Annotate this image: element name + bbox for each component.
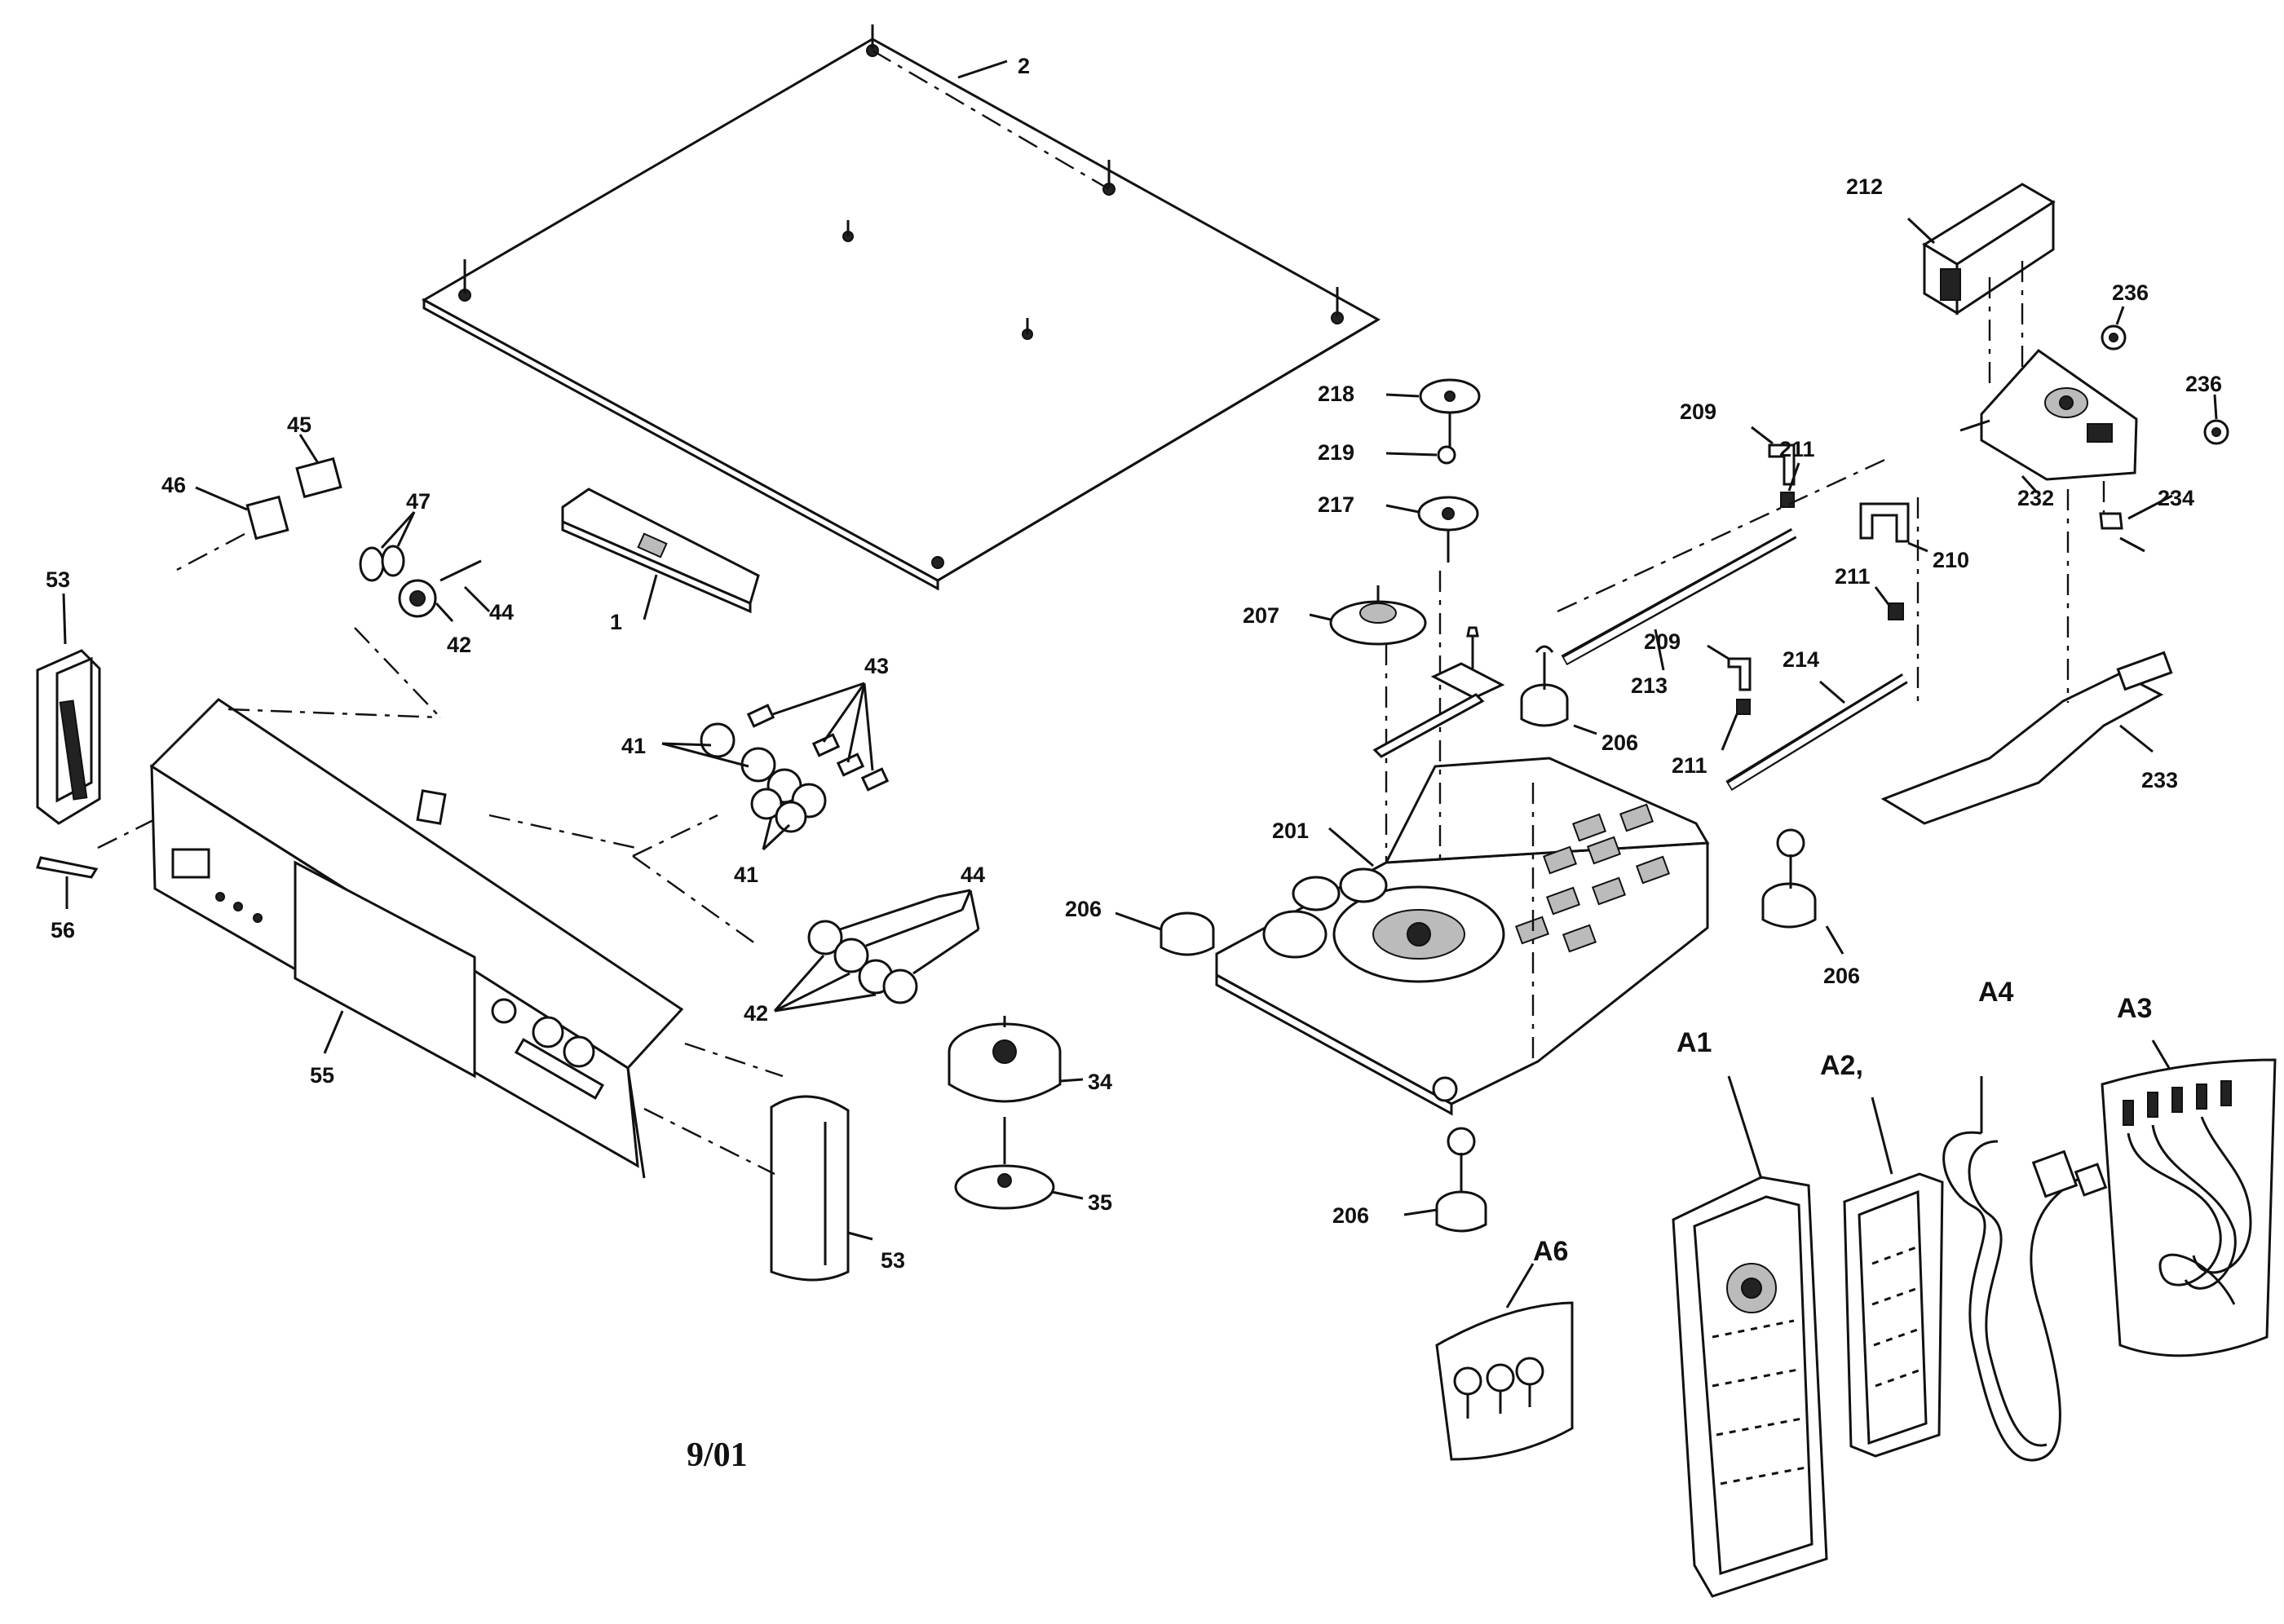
- foot-part-206-d: [1403, 1127, 1487, 1233]
- label-part-53-left: 53: [46, 567, 70, 592]
- switch-parts-45-46: [175, 434, 342, 572]
- flat-cable-part-233: [1880, 489, 2173, 825]
- label-part-209-top: 209: [1680, 399, 1716, 424]
- label-part-44-bottom: 44: [961, 863, 985, 887]
- label-part-45: 45: [287, 413, 311, 437]
- accessory-a1-remote-control: [1672, 1075, 1828, 1598]
- label-part-211-top: 211: [1779, 437, 1815, 461]
- foot-part-206-b: [1761, 828, 1844, 955]
- label-accessory-a2: A2,: [1820, 1050, 1863, 1081]
- label-part-201: 201: [1272, 819, 1309, 843]
- screw-part-211-b: [1874, 586, 1904, 620]
- label-part-209-bottom: 209: [1644, 629, 1681, 654]
- front-panel-part-55: [149, 698, 684, 1179]
- label-part-207: 207: [1243, 603, 1279, 628]
- label-accessory-a6: A6: [1533, 1236, 1568, 1267]
- label-part-233: 233: [2141, 768, 2178, 792]
- screw-part-211-c: [1721, 699, 1751, 751]
- jack-part-42-and-screw-44: [354, 559, 491, 718]
- label-part-53-right: 53: [881, 1248, 905, 1273]
- part-labels: 2 1 45 46 47 44 42 53 56 55 53 43 41 41 …: [46, 54, 2222, 1474]
- label-part-210: 210: [1933, 548, 1969, 572]
- washer-part-236-a: [2101, 306, 2127, 351]
- guide-rod-part-213: [1557, 455, 1893, 671]
- label-part-44-top: 44: [489, 600, 514, 624]
- label-part-1: 1: [610, 610, 622, 634]
- label-part-236-bottom: 236: [2185, 372, 2222, 396]
- label-part-41-top: 41: [621, 734, 646, 758]
- label-part-206-left: 206: [1065, 897, 1102, 921]
- bracket-part-209-bottom: [1707, 644, 1752, 691]
- side-panel-part-53-left: [36, 593, 101, 825]
- label-accessory-a4: A4: [1978, 977, 2014, 1008]
- label-part-232: 232: [2017, 486, 2054, 510]
- label-part-35: 35: [1088, 1190, 1112, 1215]
- label-part-211-bottom: 211: [1672, 753, 1707, 778]
- guide-rod-part-214: [1725, 497, 1920, 791]
- mechanism-chassis-part-201: [1215, 571, 1710, 1116]
- motor-parts-34-35: [948, 1016, 1084, 1210]
- bracket-part-209-top: [1751, 426, 1796, 486]
- label-part-43: 43: [864, 654, 889, 678]
- label-part-34: 34: [1088, 1070, 1112, 1094]
- label-part-55: 55: [310, 1063, 334, 1088]
- bracket-part-1: [561, 488, 760, 620]
- accessory-a4-power-cord: [1942, 1076, 2108, 1462]
- label-part-206-right: 206: [1823, 964, 1860, 988]
- optical-pickup-part-232: [1959, 349, 2138, 494]
- label-part-206-top: 206: [1601, 730, 1638, 755]
- pulley-part-207: [1309, 585, 1427, 646]
- washer-part-236-b: [2203, 394, 2229, 445]
- label-part-236-top: 236: [2112, 280, 2149, 305]
- label-part-2: 2: [1018, 54, 1030, 78]
- label-part-211-middle: 211: [1835, 564, 1871, 589]
- label-part-206-bottom: 206: [1332, 1203, 1369, 1228]
- label-part-217: 217: [1318, 492, 1354, 517]
- label-part-214: 214: [1783, 647, 1819, 672]
- label-part-46: 46: [161, 473, 186, 497]
- accessory-a6-feet-bag: [1435, 1263, 1574, 1461]
- label-part-41-bottom: 41: [734, 863, 758, 887]
- label-part-234: 234: [2158, 486, 2194, 510]
- label-part-218: 218: [1318, 382, 1354, 406]
- accessory-a2-remote-control: [1843, 1097, 1944, 1458]
- label-part-213: 213: [1631, 673, 1668, 698]
- plate-and-screw-near-207: [1372, 626, 1505, 758]
- side-panel-part-53-right: [643, 1095, 873, 1282]
- foot-part-206-a: [1115, 911, 1215, 956]
- top-cover-part-2: [421, 24, 1381, 591]
- rca-jacks-parts-41-43: [632, 682, 890, 947]
- label-part-42-bottom: 42: [744, 1001, 768, 1026]
- foot-part-206-c: [1520, 645, 1597, 735]
- label-accessory-a3: A3: [2117, 993, 2152, 1024]
- lamp-parts-47: [359, 510, 416, 582]
- accessory-a3-av-cables: [2101, 1039, 2277, 1357]
- jacks-parts-42-44-group: [684, 889, 980, 1078]
- gear-part-217-218-219: [1385, 378, 1481, 563]
- date-code: 9/01: [687, 1436, 748, 1474]
- pickup-part-212: [1906, 183, 2056, 383]
- label-part-47: 47: [406, 489, 431, 514]
- trim-part-56: [36, 814, 164, 909]
- label-accessory-a1: A1: [1677, 1027, 1712, 1058]
- label-part-56: 56: [51, 918, 75, 942]
- screw-part-234: [2099, 481, 2173, 553]
- label-part-212: 212: [1846, 174, 1883, 199]
- label-part-219: 219: [1318, 440, 1354, 465]
- label-part-42-top: 42: [447, 633, 471, 657]
